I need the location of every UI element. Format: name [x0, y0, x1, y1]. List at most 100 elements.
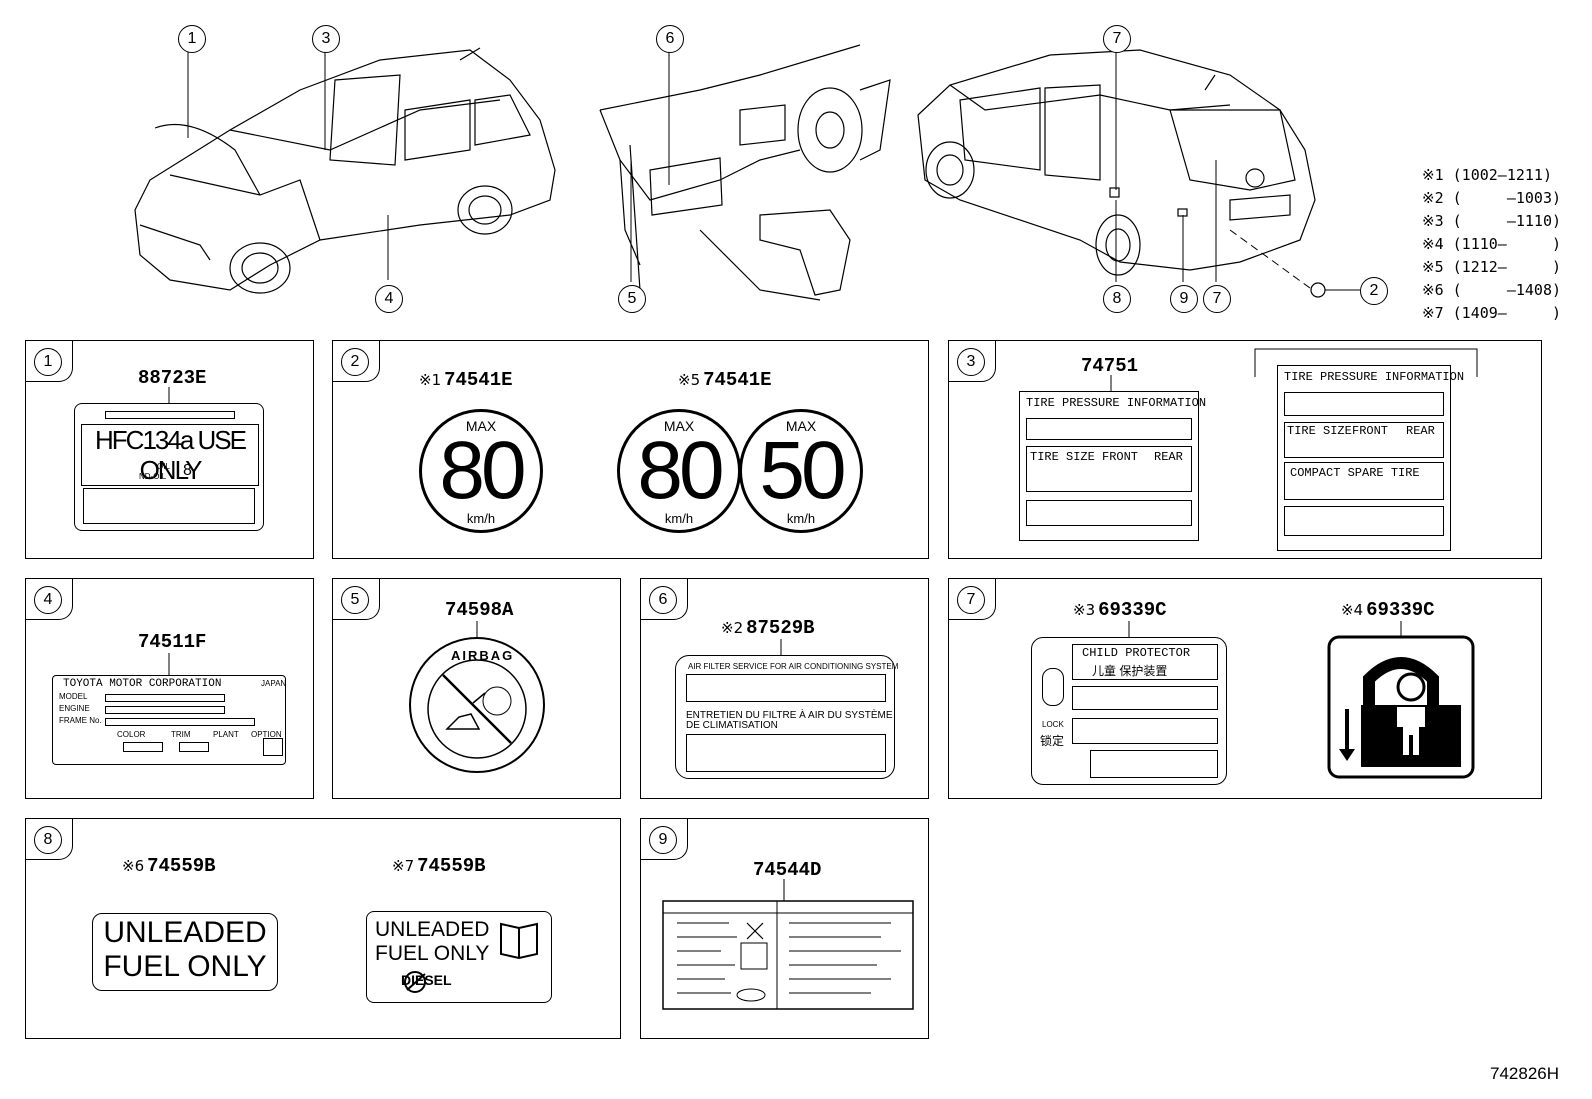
leader	[780, 639, 782, 655]
unleaded-line-1: UNLEADED	[103, 916, 267, 949]
callout-7-top: 7	[1103, 25, 1131, 53]
note-4: ※4 (1110– )	[1422, 235, 1561, 253]
vin-row	[105, 718, 255, 726]
panel-number: 6	[649, 586, 677, 614]
tire-rear: REAR	[1154, 450, 1183, 464]
vin-plate: TOYOTA MOTOR CORPORATION JAPAN MODEL ENG…	[52, 675, 286, 765]
tire-row	[1026, 418, 1192, 440]
child-row	[1072, 686, 1218, 710]
tire-bottom	[1026, 500, 1192, 526]
callout-9: 9	[1170, 285, 1198, 313]
ac-label: HFC134a USE ONLY OIL ND-OIL 8	[74, 403, 264, 531]
filter-row	[686, 734, 886, 772]
callout-7-bottom: 7	[1203, 285, 1231, 313]
airbag-sign	[409, 621, 545, 773]
ac-label-bar	[105, 411, 235, 419]
unleaded-line-2: FUEL ONLY	[103, 950, 267, 983]
maker: TOYOTA MOTOR CORPORATION	[63, 678, 222, 690]
panel-number: 2	[341, 348, 369, 376]
front-car-drawing	[134, 47, 556, 294]
compact-spare: COMPACT SPARE TIRE	[1290, 466, 1420, 480]
manual-icon	[404, 922, 538, 993]
figure-id: 742826H	[1490, 1064, 1560, 1083]
panel-tab	[641, 819, 688, 860]
panel-number: 9	[649, 826, 677, 854]
tire-bottom-b	[1284, 506, 1444, 536]
leader	[168, 653, 170, 677]
ac-label-title: HFC134a USE ONLY	[81, 424, 259, 486]
panel-number: 4	[34, 586, 62, 614]
panel-tab	[26, 579, 73, 620]
airbag-text: AIRBAG	[451, 648, 515, 663]
panel-tab	[26, 819, 73, 860]
callout-5: 5	[618, 285, 646, 313]
callout-2: 2	[1360, 277, 1388, 305]
leaders	[1128, 621, 1402, 637]
panel-number: 1	[34, 348, 62, 376]
child-lock-icon	[1327, 635, 1475, 779]
compact-row	[1284, 462, 1444, 500]
note-7: ※7 (1409– )	[1422, 304, 1561, 322]
child-row	[1090, 750, 1218, 778]
vin-row	[179, 742, 209, 752]
note-2: ※2 ( –1003)	[1422, 189, 1561, 207]
part-number: 74751	[1081, 355, 1139, 377]
callout-6: 6	[656, 25, 684, 53]
tire-size: TIRE SIZE	[1030, 450, 1095, 464]
leader-lines	[187, 48, 1360, 291]
child-row	[1072, 718, 1218, 744]
panel-9: 9 74544D	[640, 818, 929, 1039]
oil-text: OIL	[157, 462, 170, 471]
child-protector-label: CHILD PROTECTOR 儿童 保护装置 LOCK 锁定	[1031, 637, 1227, 785]
color: COLOR	[117, 730, 146, 739]
panel-tab	[333, 579, 380, 620]
ac-filter-label: AIR FILTER SERVICE FOR AIR CONDITIONING …	[675, 655, 898, 779]
panel-number: 8	[34, 826, 62, 854]
emblem-marker	[1310, 282, 1326, 298]
panel-5: 5 74598A AIRBAG	[332, 578, 621, 799]
tire-title-b: TIRE PRESSURE INFORMATION	[1284, 370, 1465, 384]
lock-cn: 锁定	[1040, 734, 1065, 748]
tire-title: TIRE PRESSURE INFORMATION	[1026, 396, 1207, 410]
part-number: 74598A	[445, 599, 514, 621]
panel-4: 4 74511F TOYOTA MOTOR CORPORATION JAPAN …	[25, 578, 314, 799]
panel-number: 7	[957, 586, 985, 614]
tire-rear-b: REAR	[1406, 424, 1435, 438]
vin-row	[263, 738, 283, 756]
tire-label-a: TIRE PRESSURE INFORMATION TIRE SIZE FRON…	[1019, 391, 1206, 541]
tire-size-b: TIRE SIZE	[1287, 424, 1352, 438]
tire-table-b	[1284, 422, 1444, 458]
unleaded-label: UNLEADED FUEL ONLY	[92, 913, 278, 991]
japan: JAPAN	[261, 679, 287, 688]
callout-8: 8	[1103, 285, 1131, 313]
panel-tab	[949, 579, 996, 620]
vin-row	[123, 742, 163, 752]
unleaded2-line-1: UNLEADED	[375, 918, 490, 941]
model: MODEL	[59, 692, 88, 701]
part-number: 74544D	[753, 859, 822, 881]
panel-tab	[333, 341, 380, 382]
callout-1: 1	[178, 25, 206, 53]
part-number: 74511F	[138, 631, 207, 653]
panel-1: 1 88723E HFC134a USE ONLY OIL ND-OIL 8	[25, 340, 314, 559]
rear-car-drawing	[917, 49, 1316, 276]
panel-tab	[641, 579, 688, 620]
note-5: ※5 (1212– )	[1422, 258, 1561, 276]
part-number: 88723E	[138, 367, 207, 389]
vin-row	[105, 694, 225, 702]
filter-line-3: DE CLIMATISATION	[686, 720, 778, 731]
child-protector: CHILD PROTECTOR	[1082, 646, 1191, 660]
trim: TRIM	[171, 730, 191, 739]
interior-drawing	[599, 44, 891, 301]
